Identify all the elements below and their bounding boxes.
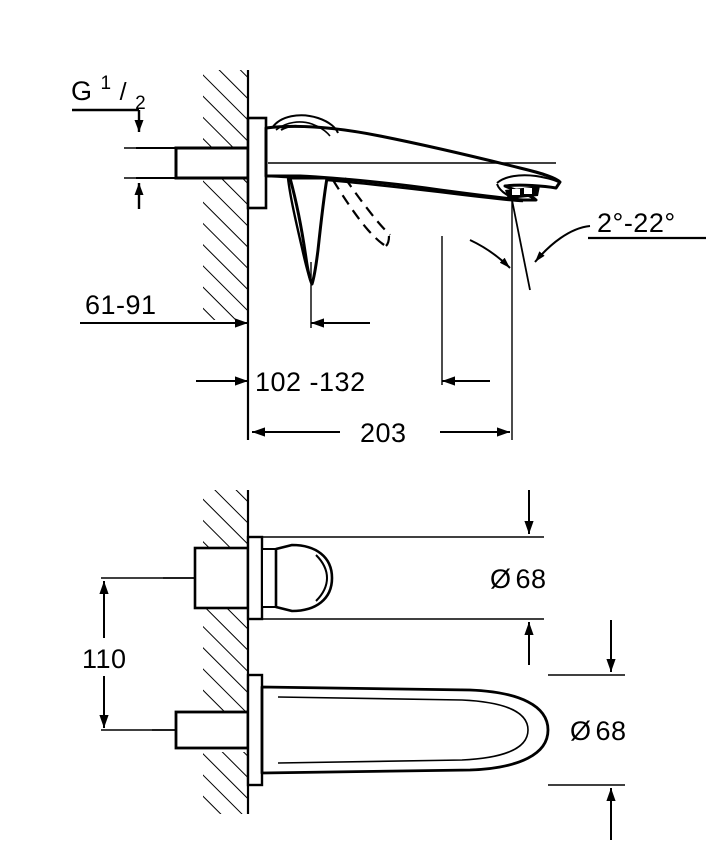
escutcheon-plate	[246, 116, 268, 210]
dim-102-132-label: 102 -132	[255, 367, 366, 397]
spout-inlet-stub	[174, 710, 250, 750]
plan-handle-assembly	[163, 535, 334, 621]
dim-203	[252, 200, 513, 440]
plan-views	[152, 490, 550, 814]
dim-110-label: 110	[82, 644, 127, 674]
side-elevation-view	[136, 70, 562, 440]
plan-spout-assembly	[152, 673, 550, 787]
side-elevation-dimensions: G 1 / 2 61-91 102 -132	[71, 65, 706, 448]
dim-dia-handle	[262, 490, 544, 665]
thread-spec-leader	[72, 108, 144, 132]
dim-203-label: 203	[360, 418, 407, 448]
handle-dome	[274, 543, 334, 613]
dim-110	[99, 577, 195, 731]
dim-angle-2-22	[469, 199, 706, 291]
spout-body	[264, 124, 562, 203]
dim-angle-label: 2°-22°	[597, 208, 676, 238]
wall-section-upper	[203, 70, 248, 320]
aerator-outlet	[505, 186, 540, 199]
handle-inlet-stub	[193, 546, 250, 610]
dim-dia-spout	[548, 620, 625, 840]
lever-handle	[286, 176, 329, 286]
spout-escutcheon	[246, 673, 264, 787]
inlet-extension-lines	[124, 147, 176, 209]
thread-spec-label: G 1 / 2	[71, 65, 146, 114]
spout-plan-body	[260, 685, 550, 775]
dim-61-91-label: 61-91	[85, 290, 157, 320]
lever-cap	[271, 114, 339, 137]
handle-escutcheon	[246, 535, 264, 621]
wall-section-lower	[203, 490, 248, 814]
handle-collar	[261, 548, 277, 608]
lever-handle-alt-position	[332, 177, 391, 247]
dim-102-132	[196, 236, 490, 400]
